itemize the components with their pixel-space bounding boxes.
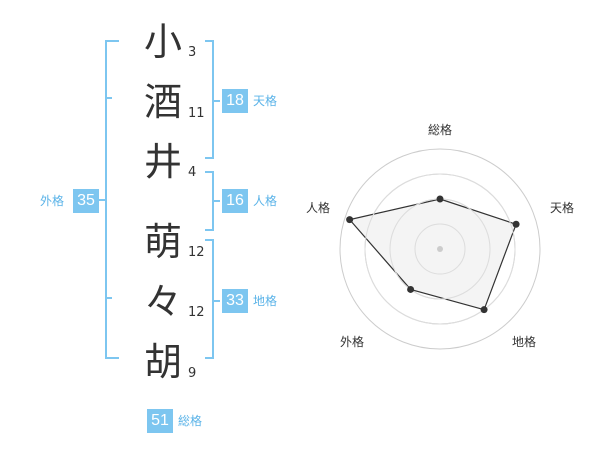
stroke-count-3: 4 [188,165,197,180]
chikaku-bracket [205,239,220,359]
soukaku-label: 総格 [178,414,203,428]
radar-point-2 [480,306,488,314]
stroke-count-5: 12 [188,305,205,320]
gaikaku-bracket [92,40,119,359]
radar-axis-label-chikaku: 地格 [511,335,536,349]
jinkaku-label: 人格 [253,194,278,208]
radar-axis-label-gaikaku: 外格 [339,335,364,349]
soukaku-value-badge: 51 [147,409,173,433]
radar-center [437,246,443,252]
name-char-2: 酒 [143,80,182,124]
radar-point-4 [346,216,354,224]
chikaku-value-badge: 33 [222,289,248,313]
gaikaku-value-badge: 35 [73,189,99,213]
radar-polygon [348,198,517,311]
radar-point-1 [512,220,520,228]
name-char-5: 々 [143,280,182,324]
jinkaku-bracket [205,171,220,231]
radar-axis-label-tenkaku: 天格 [549,201,574,215]
name-char-3: 井 [143,140,182,184]
radar-ring-overlay-3 [364,173,516,325]
name-char-6: 胡 [143,340,182,384]
radar-point-3 [407,285,415,293]
tenkaku-value-badge: 18 [222,89,248,113]
tenkaku-bracket [205,40,220,159]
radar-axis-label-jinkaku: 人格 [305,201,330,215]
stroke-count-2: 11 [188,106,205,121]
name-char-4: 萌 [143,220,182,264]
tenkaku-label: 天格 [253,94,278,108]
name-char-1: 小 [143,20,182,64]
radar-axis-label-soukaku: 総格 [427,123,452,137]
gaikaku-label: 外格 [40,194,65,208]
stroke-count-1: 3 [188,45,197,60]
chikaku-label: 地格 [253,294,278,308]
radar-point-0 [436,195,444,203]
stroke-count-4: 12 [188,245,205,260]
stroke-count-6: 9 [188,366,197,381]
radar-ring-overlay-1 [414,223,466,275]
jinkaku-value-badge: 16 [222,189,248,213]
